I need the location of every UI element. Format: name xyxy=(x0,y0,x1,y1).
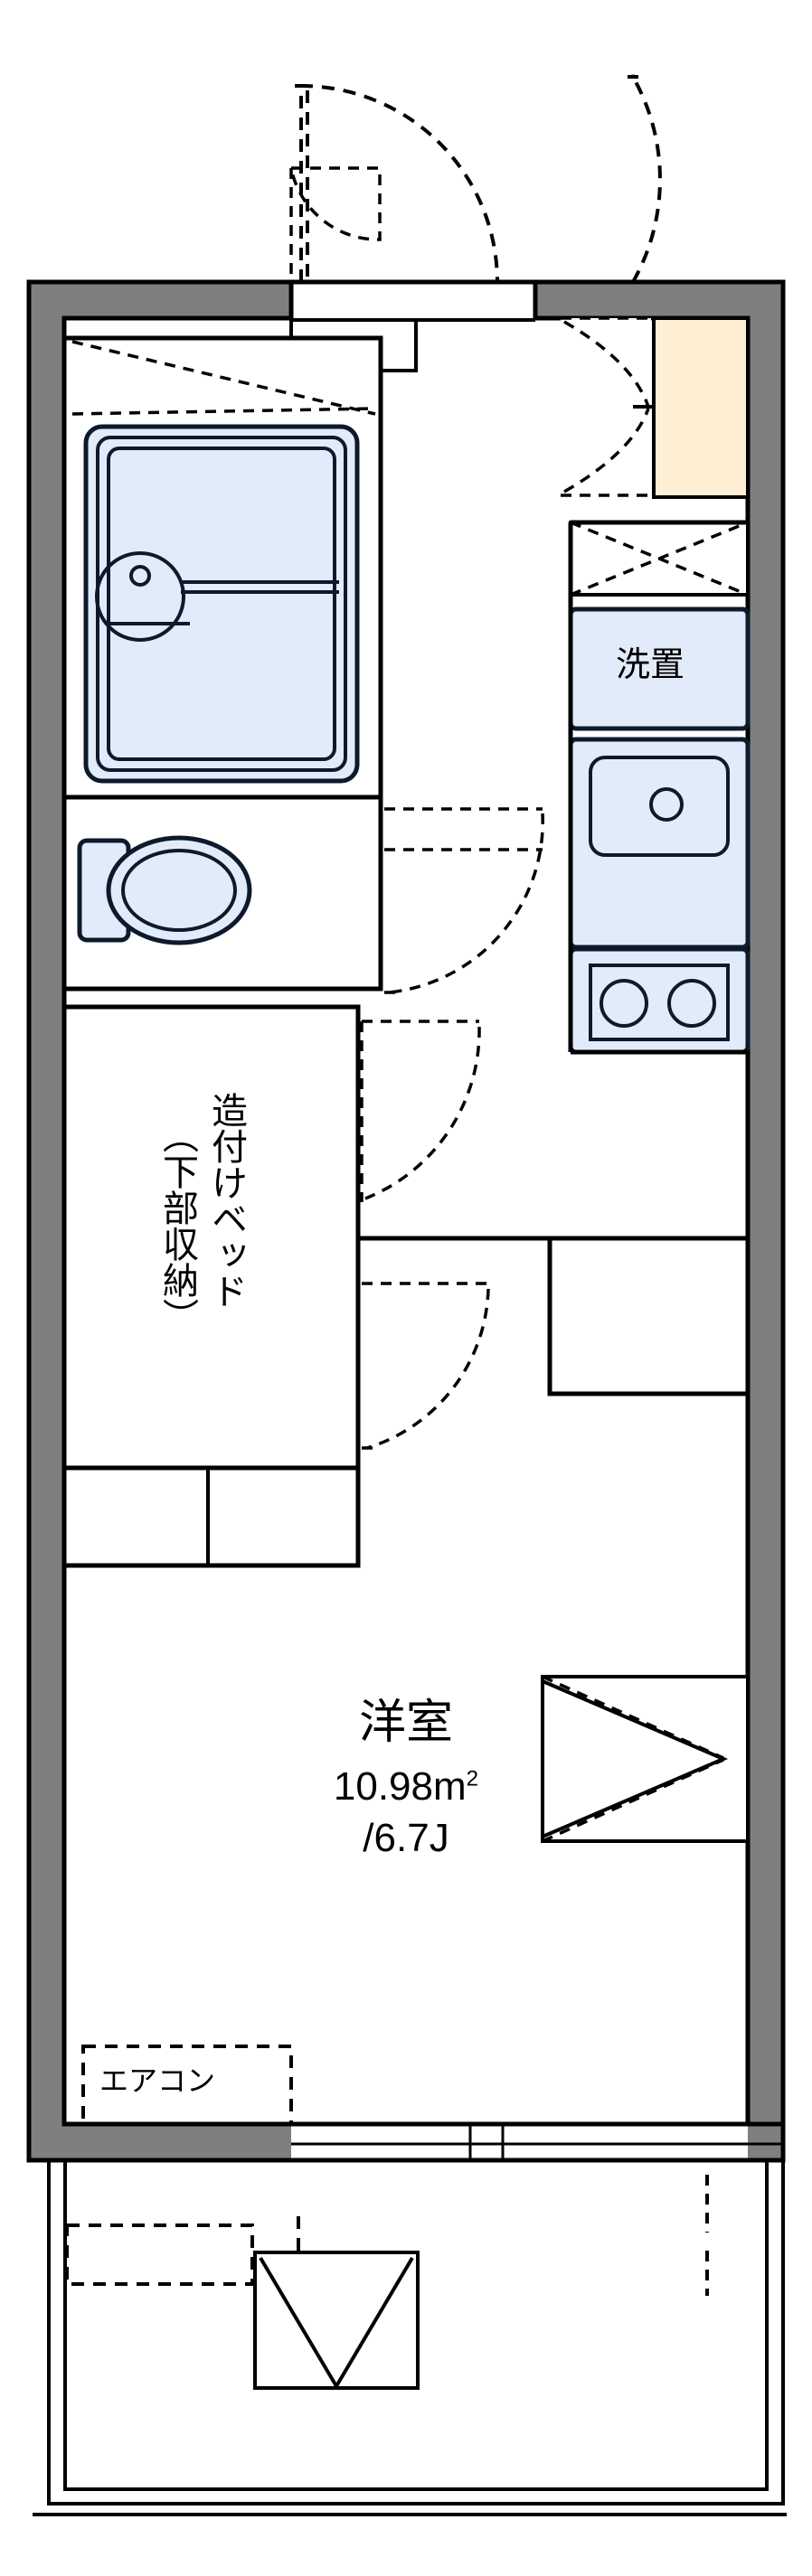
aircon-label: エアコン xyxy=(99,2064,216,2097)
toilet-room-group xyxy=(61,794,383,992)
bed-storage-drawers xyxy=(61,1465,361,1568)
room-area-value: 10.98m xyxy=(333,1764,467,1809)
stove-top xyxy=(589,964,730,1041)
kitchen-sink-group xyxy=(568,737,751,950)
burner-right-icon xyxy=(667,979,716,1028)
right-window-fold-2 xyxy=(542,1758,724,1843)
washbasin-drain-icon xyxy=(129,565,151,587)
builtin-bed-storage-label: （下部収納） xyxy=(157,1117,197,1334)
balcony-window-opening xyxy=(291,2124,748,2160)
balcony-inner-outline xyxy=(63,2160,769,2491)
balcony-partition xyxy=(253,2251,420,2390)
balcony-dashed-box-left xyxy=(65,2223,254,2286)
burner-left-icon xyxy=(600,979,648,1028)
closet-door-group xyxy=(360,1020,490,1450)
aircon-box xyxy=(81,2045,293,2126)
shoe-cabinet-swing xyxy=(288,166,382,241)
room-name-label: 洋室 xyxy=(358,1697,453,1749)
right-window-arrow xyxy=(542,1679,729,1838)
closet-door-swing-1 xyxy=(364,1026,481,1200)
washer-space-label: 洗置 xyxy=(615,646,685,684)
balcony-window-group xyxy=(291,2121,783,2163)
genkan-floor xyxy=(652,316,750,499)
entrance-door-group xyxy=(288,74,662,322)
unit-bath-group xyxy=(61,335,383,800)
bathtub-inner xyxy=(107,447,336,761)
builtin-bed-group xyxy=(61,1004,361,1568)
aircon-group xyxy=(81,2045,293,2126)
genkan-inner-door-group xyxy=(561,316,653,497)
bath-entry-door-group xyxy=(384,807,544,994)
right-storage-box xyxy=(547,1236,751,1396)
upper-utility-shelf-group xyxy=(569,521,750,597)
builtin-bed-label: 造付けベッド xyxy=(206,1092,246,1309)
balcony-outline xyxy=(47,2160,785,2505)
entrance-door-swing-arc xyxy=(299,83,499,283)
sink-basin xyxy=(589,756,730,857)
bath-door-dash-1 xyxy=(71,340,376,416)
balcony-group xyxy=(33,2160,787,2516)
balcony-partition-v xyxy=(259,2256,414,2390)
right-window-box xyxy=(541,1675,750,1843)
closet-door-swing-2 xyxy=(366,1288,490,1450)
builtin-bed-box xyxy=(61,1004,361,1471)
toilet-bowl xyxy=(106,835,252,945)
toilet-bowl-inner xyxy=(121,849,237,932)
room-area-label: 10.98m2 xyxy=(0,1767,812,1807)
room-area-superscript: 2 xyxy=(466,1766,479,1791)
right-window-fold-1 xyxy=(542,1675,724,1760)
bath-door-dash-2 xyxy=(71,407,376,416)
right-storage-group xyxy=(547,1236,751,1396)
washbasin-bowl xyxy=(95,551,185,642)
interior-partitions xyxy=(64,338,748,1565)
right-window-group xyxy=(541,1675,750,1843)
upper-shelf-x2 xyxy=(570,521,749,597)
entrance-door-swing-arc-2 xyxy=(631,74,662,283)
gas-stove-group xyxy=(568,946,751,1055)
genkan-group xyxy=(652,316,750,499)
sink-drain-icon xyxy=(649,787,684,822)
entrance-door-opening xyxy=(291,282,535,320)
room-jo-label: /6.7J xyxy=(363,1816,449,1860)
